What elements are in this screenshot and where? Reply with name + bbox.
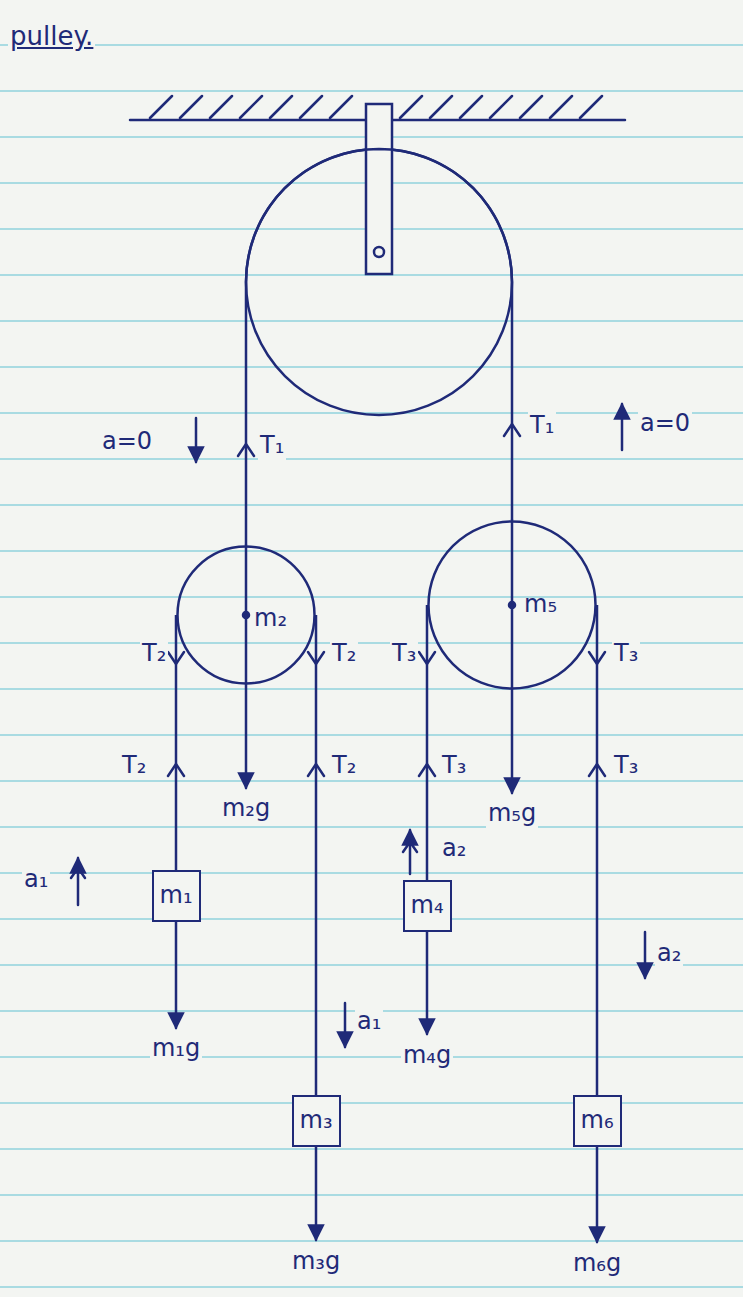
rope	[246, 149, 512, 545]
acceleration-arrow	[621, 404, 624, 450]
mass-label: m₁	[160, 882, 193, 910]
pulley-clamp	[366, 104, 392, 274]
acceleration-arrow	[195, 418, 198, 462]
force-label: T₁	[258, 432, 286, 460]
force-label: m₂g	[220, 795, 272, 823]
weight-arrow	[315, 1147, 318, 1240]
hanging-mass: m₁	[152, 870, 201, 922]
hanging-mass: m₆	[573, 1095, 622, 1147]
force-label: T₃	[612, 640, 640, 668]
force-label: a=0	[100, 428, 154, 456]
axle	[374, 247, 384, 257]
acceleration-arrow	[344, 1003, 347, 1047]
weight-arrow	[511, 605, 514, 793]
hanging-mass: m₃	[292, 1095, 341, 1147]
force-label: T₃	[390, 640, 418, 668]
acceleration-arrow	[77, 858, 80, 905]
force-label: T₂	[330, 752, 358, 780]
weight-arrow	[175, 922, 178, 1028]
force-label: a₂	[440, 835, 468, 863]
force-label: T₂	[330, 640, 358, 668]
force-label: m₆g	[571, 1250, 623, 1278]
force-label: m₃g	[290, 1248, 342, 1276]
force-label: T₃	[440, 752, 468, 780]
pulley-wheel	[178, 547, 315, 684]
mass-label: m₂	[254, 605, 287, 633]
force-label: a=0	[638, 410, 692, 438]
force-label: T₂	[120, 752, 148, 780]
force-label: T₃	[612, 752, 640, 780]
force-label: m₄g	[401, 1042, 453, 1070]
rope	[315, 615, 318, 1095]
rope	[175, 615, 178, 870]
acceleration-arrow	[71, 868, 85, 878]
hanging-mass: m₄	[403, 880, 452, 932]
heading-fragment: pulley.	[8, 22, 95, 52]
acceleration-arrow	[403, 842, 417, 852]
pulley-hanger	[245, 545, 248, 615]
force-label: T₂	[140, 640, 168, 668]
movable-pulley: m₅	[427, 520, 597, 690]
mass-label: m₅	[524, 591, 557, 619]
force-label: a₁	[22, 866, 50, 894]
pulley-hanger	[511, 520, 514, 605]
acceleration-arrow	[409, 830, 412, 874]
force-label: a₁	[355, 1008, 383, 1036]
force-label: m₁g	[150, 1035, 202, 1063]
mass-label: m₃	[300, 1107, 333, 1135]
pulley-outline	[176, 545, 316, 685]
weight-arrow	[245, 615, 248, 788]
movable-pulley: m₂	[176, 545, 316, 685]
mass-label: m₄	[411, 892, 444, 920]
force-label: T₁	[528, 412, 556, 440]
weight-arrow	[596, 1147, 599, 1242]
weight-arrow	[426, 932, 429, 1034]
pulley-wheel	[429, 522, 596, 689]
rope	[426, 605, 429, 880]
force-label: a₂	[655, 940, 683, 968]
mass-label: m₆	[581, 1107, 614, 1135]
force-label: m₅g	[486, 800, 538, 828]
rope	[596, 605, 599, 1095]
acceleration-arrow	[644, 932, 647, 978]
pulley-outline	[427, 520, 597, 690]
